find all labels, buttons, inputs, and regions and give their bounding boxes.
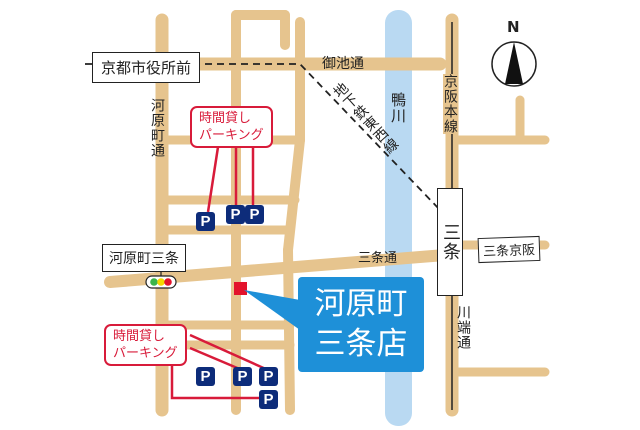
traffic-light-icon — [145, 270, 177, 289]
street-kawabata-label: 川端通 — [455, 305, 471, 350]
tozai-subway-line — [85, 63, 441, 211]
parking-icon[interactable]: P — [226, 205, 245, 224]
upper-parking-connectors — [206, 146, 255, 213]
station-sanjo-label: 三条 — [440, 223, 461, 261]
parking-icon[interactable]: P — [245, 205, 264, 224]
station-sanjo-keihan[interactable]: 三条京阪 — [477, 235, 541, 264]
parking-icon[interactable]: P — [259, 390, 278, 409]
lower-parking-line1: 時間貸し — [113, 329, 166, 344]
store-bubble[interactable]: 河原町 三条店 — [298, 277, 424, 372]
street-kawaramachi-label: 河原町通 — [149, 98, 165, 158]
store-bubble-pointer — [244, 290, 300, 330]
kamo-river-label: 鴨川 — [389, 92, 407, 124]
street-sanjo-label: 三条通 — [358, 251, 398, 266]
station-kawaramachi-sanjo[interactable]: 河原町三条 — [102, 244, 186, 272]
parking-icon[interactable]: P — [233, 367, 252, 386]
parking-icon[interactable]: P — [196, 212, 215, 231]
lower-parking-line2: パーキング — [113, 346, 178, 361]
compass-north-label: N — [507, 18, 520, 36]
street-oike-label: 御池通 — [322, 56, 364, 72]
station-sanjo[interactable]: 三条 — [437, 188, 463, 296]
store-name-line1: 河原町 — [314, 286, 408, 322]
upper-parking-line2: パーキング — [199, 128, 264, 143]
store-location-marker — [234, 282, 247, 295]
station-kyoto-city-hall[interactable]: 京都市役所前 — [92, 52, 201, 83]
parking-icon[interactable]: P — [196, 367, 215, 386]
keihan-line-label: 京阪本線 — [442, 74, 458, 134]
lower-parking-connectors — [170, 333, 269, 400]
upper-parking-label[interactable]: 時間貸し パーキング — [190, 106, 273, 148]
store-name-line2: 三条店 — [314, 326, 408, 362]
compass-icon — [491, 41, 537, 87]
parking-icon[interactable]: P — [259, 367, 278, 386]
lower-parking-label[interactable]: 時間貸し パーキング — [104, 324, 187, 366]
upper-parking-line1: 時間貸し — [199, 111, 252, 126]
